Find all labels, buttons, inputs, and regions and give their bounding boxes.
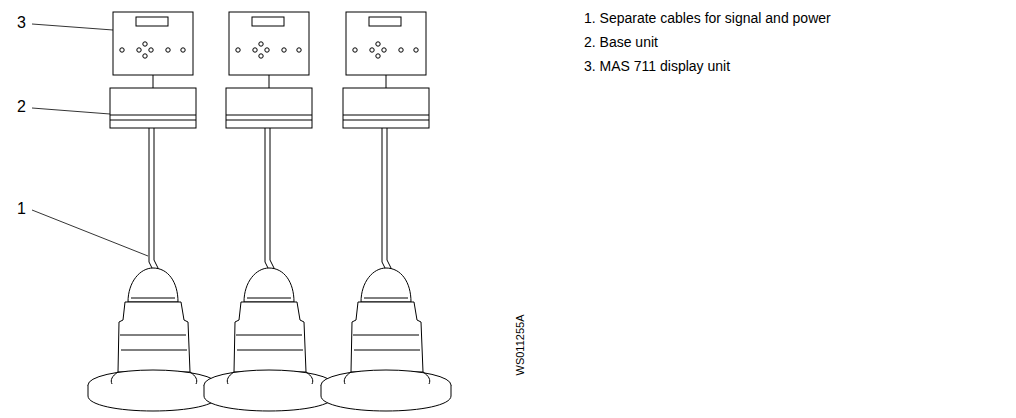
key-item: 3. MAS 711 display unit xyxy=(584,58,730,74)
callout-number: 1 xyxy=(17,200,26,218)
drawing-code: WS011255A xyxy=(514,315,527,376)
key-item: 1. Separate cables for signal and power xyxy=(584,10,831,26)
callout-number: 3 xyxy=(17,14,26,32)
leader-line xyxy=(32,24,113,30)
key-item: 2. Base unit xyxy=(584,34,658,50)
sensor-unit xyxy=(88,12,218,411)
leader-line xyxy=(32,210,148,256)
sensor-unit xyxy=(321,12,451,411)
leader-line xyxy=(32,108,110,114)
sensor-unit xyxy=(204,12,334,411)
callout-number: 2 xyxy=(17,98,26,116)
